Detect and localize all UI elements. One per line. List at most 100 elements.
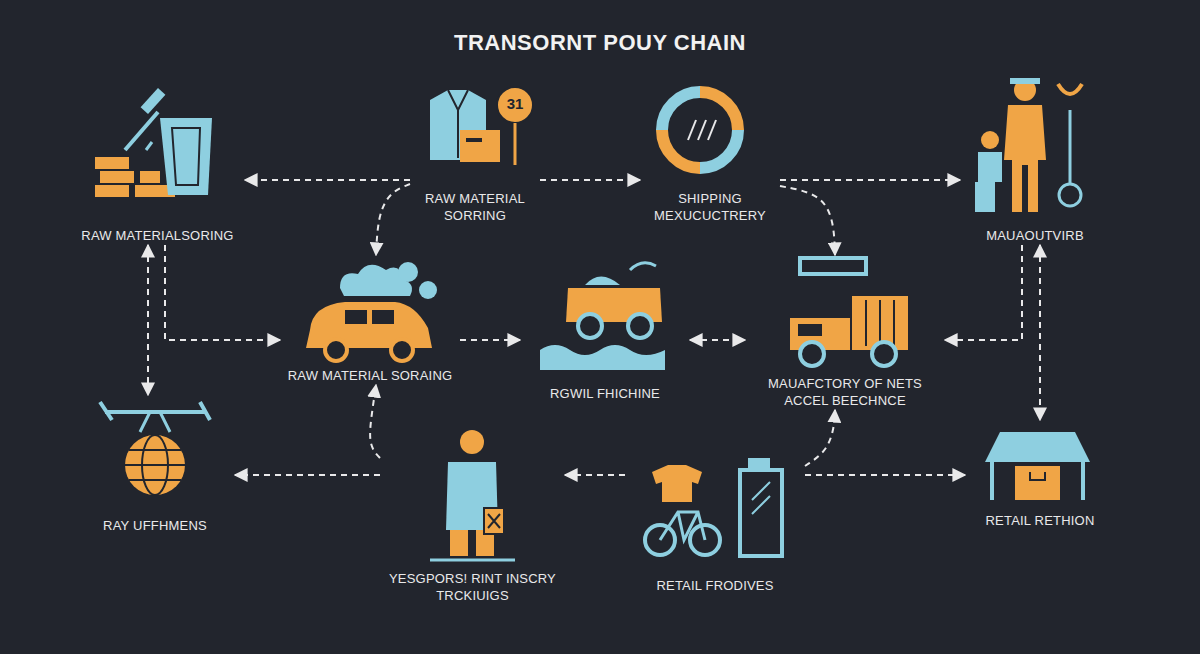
dashed-connector xyxy=(1039,245,1041,420)
materials-icon-part xyxy=(125,112,158,150)
person-icon-part xyxy=(450,530,468,556)
retail-goods-icon xyxy=(645,458,782,556)
store-icon xyxy=(985,432,1090,500)
cycle-icon-part xyxy=(700,130,738,168)
vessel-icon-part xyxy=(578,314,602,338)
dashed-connector xyxy=(245,179,410,181)
car-icon-part xyxy=(345,310,367,324)
workers-icon-part xyxy=(1069,110,1072,185)
sourcing-icon-part xyxy=(457,110,459,158)
person-icon-part xyxy=(488,514,500,528)
node-label: RETAIL FRODIVES xyxy=(656,577,773,595)
globe-icon-part xyxy=(100,402,210,420)
store-icon-part xyxy=(1030,472,1045,480)
truck-icon-part xyxy=(800,258,866,274)
globe-icon-part xyxy=(125,435,185,495)
person-icon-part xyxy=(460,430,484,454)
store-icon-part xyxy=(1081,462,1085,500)
dashed-connector xyxy=(376,184,410,255)
materials-icon-part xyxy=(95,185,129,197)
car-icon-part xyxy=(306,302,432,348)
truck-icon-part xyxy=(800,342,824,366)
materials-icon-part xyxy=(140,171,160,183)
retail-goods-icon-part xyxy=(752,482,770,514)
workers-icon-part xyxy=(981,131,999,149)
dashed-connector xyxy=(147,245,149,395)
cycle-icon-part xyxy=(662,130,700,168)
dashed-connector xyxy=(805,410,835,466)
stage-node: RAW MATERIAL SORAING xyxy=(280,255,460,385)
diagram-title: TRANSORNT POUY CHAIN xyxy=(0,30,1200,56)
dashed-connector xyxy=(780,186,835,255)
car-icon-part xyxy=(398,262,418,282)
truck-icon-part xyxy=(798,324,822,336)
stage-node: MAUAOUTVIRB xyxy=(960,70,1110,245)
workers-icon-part xyxy=(1059,184,1081,206)
store-icon-part xyxy=(1015,466,1060,500)
sourcing-icon-part xyxy=(460,130,500,162)
truck-icon-part xyxy=(872,342,896,366)
vessel-icon-part xyxy=(628,314,652,338)
truck-icon xyxy=(790,258,908,366)
materials-icon-part xyxy=(100,171,134,183)
cycle-icon-part xyxy=(708,120,716,140)
materials-icon-part xyxy=(160,118,212,195)
dashed-connector xyxy=(780,179,960,181)
retail-goods-icon-part xyxy=(660,512,705,540)
stage-node: RAW MATERIALSORING xyxy=(70,95,245,245)
materials-icon-part xyxy=(146,142,152,150)
sourcing-icon xyxy=(430,87,533,165)
dashed-connector xyxy=(540,179,640,181)
materials-icon-part xyxy=(141,88,166,114)
materials-icon-part xyxy=(95,157,129,169)
stage-node: RAW MATERIAL SORRING xyxy=(410,80,540,225)
stage-node: RETAIL RETHION xyxy=(965,420,1115,530)
globe-icon-part xyxy=(105,410,205,414)
stage-node: RAY UFFHMENS xyxy=(75,395,235,535)
globe-icon-part xyxy=(129,479,181,481)
globe-icon-part xyxy=(125,464,185,466)
node-label: RAW MATERIAL SORRING xyxy=(415,190,535,225)
node-label: YESGPORS! RINT INSCRY TRCKIUIGS xyxy=(383,570,563,605)
node-label: RAW MATERIAL SORAING xyxy=(288,367,453,385)
car-icon-part xyxy=(372,310,394,324)
car-icon-part xyxy=(391,339,413,361)
truck-icon-part xyxy=(893,300,895,346)
sourcing-icon-part xyxy=(514,123,517,165)
retail-goods-icon-part xyxy=(740,470,782,556)
cycle-icon xyxy=(662,92,738,168)
materials-icon-part xyxy=(172,128,200,185)
node-label: MAUAOUTVIRB xyxy=(986,227,1084,245)
stage-node: MAUAFCTORY OF NETS ACCEL BEECHNCE xyxy=(745,255,945,410)
workers-icon-part xyxy=(1010,78,1040,84)
store-icon-part xyxy=(990,462,994,500)
callout-number: 31 xyxy=(497,95,533,112)
sourcing-icon-part xyxy=(466,138,482,142)
retail-goods-icon-part xyxy=(652,465,702,502)
person-icon xyxy=(430,430,515,560)
node-label: RAY UFFHMENS xyxy=(103,517,207,535)
dashed-connector xyxy=(690,339,745,341)
node-label: RGWIL FHICHINE xyxy=(550,385,660,403)
dashed-connector xyxy=(165,245,280,340)
dashed-connector xyxy=(565,474,625,476)
workers-icon-part xyxy=(1004,105,1046,212)
cycle-icon-part xyxy=(700,92,738,130)
vessel-icon-part xyxy=(540,345,665,370)
vessel-icon xyxy=(540,263,665,370)
vessel-icon-part xyxy=(630,263,656,270)
cycle-icon-part xyxy=(698,120,706,140)
person-icon-part xyxy=(484,508,504,534)
stage-node: RGWIL FHICHINE xyxy=(520,255,690,403)
person-icon-part xyxy=(430,559,515,562)
cycle-icon-part xyxy=(688,120,696,140)
dashed-connector xyxy=(235,474,380,476)
dashed-connector xyxy=(805,474,965,476)
stage-node: YESGPORS! RINT INSCRY TRCKIUIGS xyxy=(380,420,565,605)
globe-icon xyxy=(100,402,210,495)
workers-icon-part xyxy=(975,182,995,212)
sourcing-icon-part xyxy=(448,90,468,110)
